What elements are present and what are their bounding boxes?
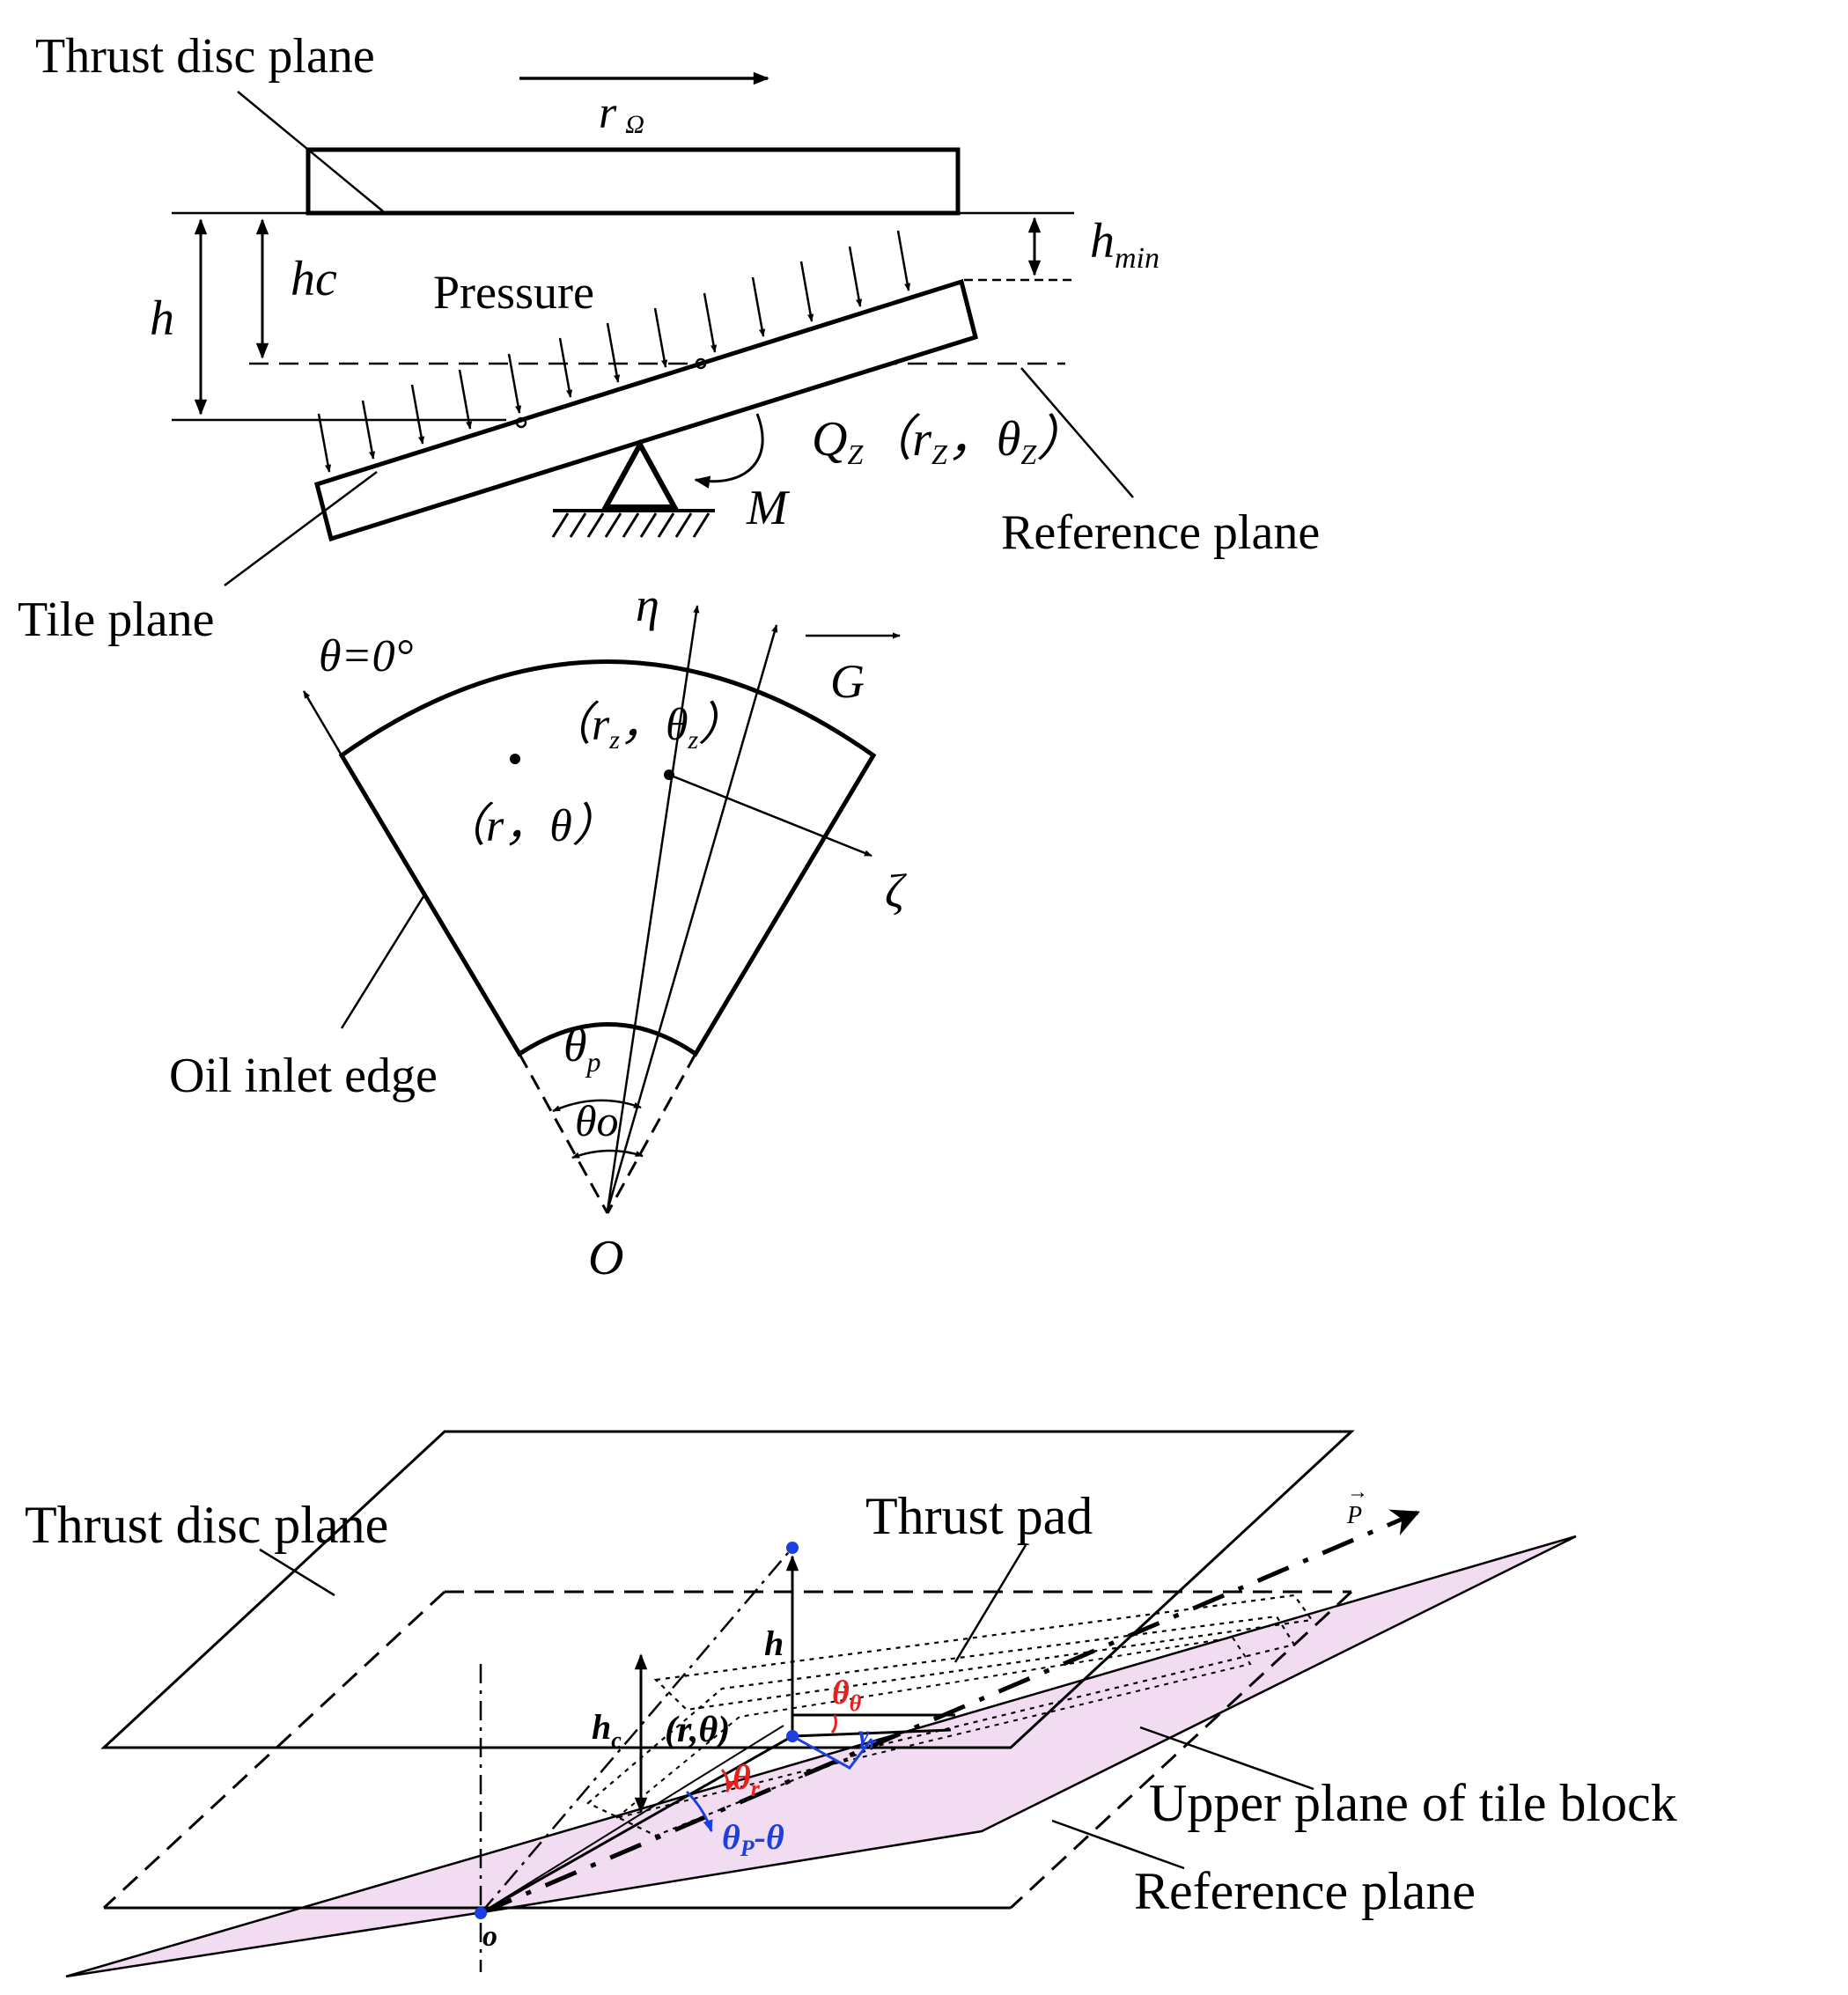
pivot-hatching bbox=[551, 512, 710, 538]
theta-r-label: θr bbox=[733, 1757, 761, 1801]
hc-label: hc bbox=[291, 252, 337, 306]
theta-o-arc-top bbox=[552, 1099, 642, 1113]
eta-axis-arrow bbox=[606, 605, 700, 1211]
thrust-disc-leader bbox=[237, 91, 384, 212]
p-vector-label: P bbox=[1346, 1502, 1362, 1529]
thrust-disc-parallelogram bbox=[100, 1430, 1355, 1749]
qz-label: QZ（rZ，θZ） bbox=[812, 412, 1086, 470]
origin-point bbox=[475, 1907, 487, 1919]
origin-3d-label: o bbox=[482, 1920, 497, 1953]
tile-point-right bbox=[695, 357, 707, 370]
p-vector-arrow: → bbox=[1347, 1481, 1368, 1504]
upper-h-point bbox=[786, 1542, 799, 1554]
theta-r-arc bbox=[720, 1769, 736, 1793]
middle-labels: η θ=0° G （rz，θz） （r，θ） ζ Oil inlet edge … bbox=[169, 578, 907, 1285]
theta-o-arc-bottom bbox=[571, 1149, 644, 1159]
theta-theta-label: θθ bbox=[832, 1675, 862, 1716]
bottom-thrust-disc-label: Thrust disc plane bbox=[25, 1496, 388, 1554]
r-theta-label: （r，θ） bbox=[440, 801, 618, 851]
lower-plane-left bbox=[102, 1590, 446, 1910]
top-bearing-section bbox=[172, 71, 1134, 587]
hc-3d-label: hc bbox=[592, 1707, 622, 1753]
moment-label: M bbox=[746, 481, 791, 535]
inner-dashed-right bbox=[606, 1053, 697, 1214]
radius-line-2 bbox=[480, 1725, 784, 1914]
reference-plane-3d-leader bbox=[1051, 1819, 1185, 1870]
r-theta-point bbox=[786, 1730, 799, 1742]
hmin-label: hmin bbox=[1090, 214, 1160, 275]
upper-plane-leader bbox=[1139, 1726, 1314, 1791]
oil-inlet-leader bbox=[340, 893, 427, 1029]
tile-plane-leader bbox=[224, 470, 378, 587]
gamma-r-label: γr bbox=[858, 1720, 876, 1753]
upper-plane-label: Upper plane of tile block bbox=[1149, 1774, 1677, 1832]
moment-arc bbox=[694, 413, 764, 489]
zeta-label: ζ bbox=[885, 865, 907, 917]
thrust-pad-label: Thrust pad bbox=[865, 1487, 1093, 1545]
pressure-label: Pressure bbox=[433, 266, 594, 319]
inner-dashed-left bbox=[518, 1053, 609, 1214]
top-reference-plane-label: Reference plane bbox=[1001, 505, 1320, 560]
pad-line bbox=[791, 1728, 952, 1738]
theta-theta-arc bbox=[830, 1714, 837, 1734]
theta-p-minus-arc bbox=[685, 1790, 713, 1833]
pad-sector bbox=[302, 605, 901, 1214]
theta-zero-label: θ=0° bbox=[319, 631, 413, 681]
gamma-r-angle bbox=[791, 1734, 873, 1770]
bottom-3d-view bbox=[65, 1430, 1577, 1978]
tile-point-left bbox=[515, 416, 527, 429]
pressure-arrows bbox=[317, 230, 911, 473]
sector-outline bbox=[338, 659, 877, 1057]
bottom-reference-plane-label: Reference plane bbox=[1134, 1862, 1476, 1920]
radius-line-1 bbox=[480, 1734, 793, 1915]
oil-inlet-label: Oil inlet edge bbox=[169, 1049, 438, 1103]
tile-block bbox=[313, 278, 979, 542]
pivot-radial-arrow bbox=[606, 624, 778, 1211]
point-r-theta bbox=[510, 754, 520, 764]
origin-o-label: O bbox=[588, 1231, 623, 1285]
thrust-disc-rect bbox=[306, 147, 961, 216]
theta-p-label: θp bbox=[563, 1019, 601, 1078]
zeta-axis-arrow bbox=[668, 773, 872, 858]
h-3d-label: h bbox=[764, 1623, 784, 1663]
reference-plane-fill bbox=[65, 1535, 1577, 1978]
theta-p-minus-label: θP-θ bbox=[722, 1817, 784, 1861]
pivot-triangle bbox=[600, 438, 680, 510]
bottom-labels: Thrust disc plane Thrust pad P → h hc (r… bbox=[25, 1481, 1677, 1953]
g-label: G bbox=[830, 655, 865, 708]
theta-zero-arrow bbox=[302, 690, 343, 756]
h-label: h bbox=[150, 291, 174, 346]
point-rz-thetaz bbox=[664, 769, 674, 780]
r-theta-3d-label: (r,θ) bbox=[665, 1710, 730, 1750]
thrust-pad-outline-mid bbox=[586, 1615, 1296, 1837]
top-thrust-disc-label: Thrust disc plane bbox=[35, 29, 375, 84]
reference-plane-leader bbox=[1020, 367, 1134, 498]
tile-plane-label: Tile plane bbox=[18, 593, 214, 647]
rz-thetaz-label: （rz，θz） bbox=[546, 700, 744, 755]
thrust-pad-outline-outer bbox=[653, 1594, 1314, 1712]
p-direction-line bbox=[480, 1509, 1420, 1916]
eta-label: η bbox=[636, 578, 659, 631]
bottom-thrust-disc-leader bbox=[259, 1548, 335, 1597]
theta-o-label: θo bbox=[575, 1096, 619, 1145]
thrust-pad-leader bbox=[953, 1544, 1027, 1663]
